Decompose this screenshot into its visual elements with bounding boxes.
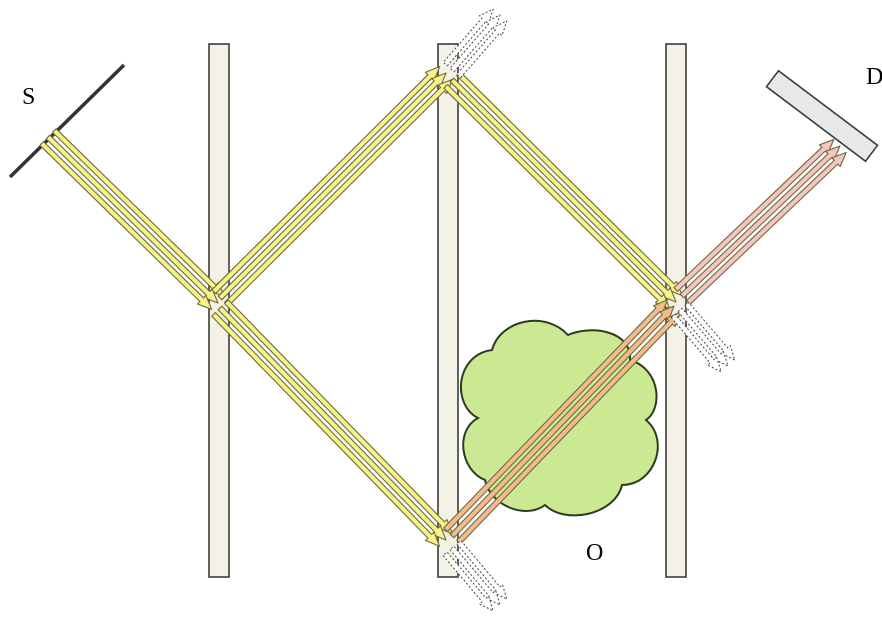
beam-source-to-first-plate-ray-2 [45, 134, 219, 304]
beam-upper-arm-to-last-plate-ray-3 [443, 83, 671, 309]
beam-source-to-first-plate-ray-1 [51, 128, 225, 298]
leak-top-middle-ray-1 [442, 8, 494, 67]
leak-top-middle-ray-2 [449, 14, 501, 73]
leak-bottom-middle [442, 540, 508, 612]
beam-lower-arm-to-middle-plate-ray-1 [224, 299, 453, 535]
beam-to-detector [673, 138, 847, 305]
beam-paths [39, 66, 847, 547]
detector-label: D [866, 64, 882, 90]
object-label: O [586, 540, 603, 566]
middle-beam-splitter-plate [437, 43, 459, 578]
beam-upper-arm-to-last-plate [443, 71, 683, 309]
beam-upper-arm-to-middle-plate-ray-1 [211, 66, 441, 295]
leak-top-middle [442, 8, 508, 79]
leaked-beam-arrows [442, 8, 736, 612]
beam-to-detector-ray-2 [679, 145, 841, 299]
beam-upper-arm-to-middle-plate-ray-2 [217, 72, 447, 301]
beam-lower-arm-to-middle-plate-ray-2 [217, 305, 447, 541]
beam-to-detector-ray-3 [685, 151, 847, 305]
source-label: S [22, 84, 35, 110]
beam-to-detector-ray-1 [673, 138, 835, 292]
beam-lower-arm-to-middle-plate-ray-3 [211, 311, 441, 547]
beam-lower-arm-to-middle-plate [211, 299, 453, 547]
detector [765, 69, 879, 163]
beam-upper-arm-to-middle-plate-ray-3 [223, 78, 453, 307]
leak-bottom-middle-ray-3 [442, 551, 494, 612]
beam-upper-arm-to-last-plate-ray-1 [455, 71, 683, 297]
beam-source-to-first-plate-ray-3 [39, 141, 213, 310]
beam-through-object [443, 299, 682, 545]
leak-right-last-ray-3 [670, 313, 722, 373]
beam-source-to-first-plate [39, 128, 225, 310]
beam-upper-arm-to-middle-plate [211, 66, 453, 307]
leak-right-last-ray-1 [684, 302, 736, 361]
beam-through-object-ray-3 [456, 311, 682, 545]
leak-top-middle-ray-3 [456, 20, 508, 79]
beam-upper-arm-to-last-plate-ray-2 [449, 77, 677, 303]
source-mirror [8, 63, 126, 179]
leak-bottom-middle-ray-1 [456, 540, 508, 600]
leak-right-last [670, 302, 736, 373]
